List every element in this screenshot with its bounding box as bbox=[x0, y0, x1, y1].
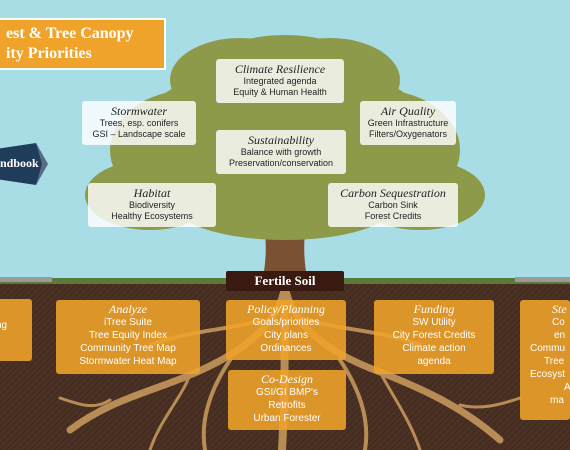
grey-sidewalk-left bbox=[0, 277, 52, 282]
policy-line-3: Ordinances bbox=[260, 343, 312, 354]
policy-heading: Policy/Planning bbox=[247, 302, 325, 316]
carbon-heading: Carbon Sequestration bbox=[340, 186, 446, 200]
climate-line-2: Equity & Human Health bbox=[233, 87, 327, 97]
co-design-box: Co-Design GSI/GI BMP's Retrofits Urban F… bbox=[228, 370, 346, 430]
analyze-heading: Analyze bbox=[109, 302, 147, 316]
funding-line-1: SW Utility bbox=[412, 317, 456, 328]
policy-planning-box: Policy/Planning Goals/priorities City pl… bbox=[226, 300, 346, 360]
habitat-line-2: Healthy Ecosystems bbox=[111, 211, 193, 221]
title-banner: est & Tree Canopy ity Priorities bbox=[0, 18, 166, 70]
right-cut-heading: Ste bbox=[552, 302, 567, 316]
carbon-sequestration-box: Carbon Sequestration Carbon Sink Forest … bbox=[328, 183, 458, 227]
right-cut-line-2: en bbox=[554, 330, 566, 341]
left-cut-line-1: ng bbox=[0, 320, 8, 331]
funding-heading: Funding bbox=[413, 302, 455, 316]
funding-line-4: agenda bbox=[417, 356, 451, 367]
climate-resilience-box: Climate Resilience Integrated agenda Equ… bbox=[216, 59, 344, 103]
left-cut-box: ng bbox=[0, 299, 32, 361]
climate-heading: Climate Resilience bbox=[234, 62, 326, 76]
analyze-line-1: iTree Suite bbox=[104, 317, 152, 328]
title-line-1: est & Tree Canopy bbox=[6, 25, 134, 42]
funding-box: Funding SW Utility City Forest Credits C… bbox=[374, 300, 494, 374]
stormwater-line-1: Trees, esp. conifers bbox=[99, 118, 179, 128]
analyze-line-3: Community Tree Map bbox=[80, 343, 176, 354]
climate-line-1: Integrated agenda bbox=[243, 76, 317, 86]
sustainability-heading: Sustainability bbox=[248, 133, 314, 147]
handbook-arrow bbox=[0, 143, 48, 185]
habitat-heading: Habitat bbox=[133, 186, 171, 200]
right-cut-line-5: Ecosyst bbox=[530, 369, 566, 380]
air-quality-box: Air Quality Green Infrastructure Filters… bbox=[360, 101, 456, 145]
handbook-label: ndbook bbox=[0, 156, 39, 170]
funding-line-3: Climate action bbox=[402, 343, 466, 354]
sustainability-line-1: Balance with growth bbox=[240, 147, 322, 157]
right-cut-line-1: Co bbox=[552, 317, 565, 328]
co-design-line-2: Retrofits bbox=[268, 400, 306, 411]
policy-line-1: Goals/priorities bbox=[252, 317, 320, 328]
stormwater-heading: Stormwater bbox=[110, 104, 167, 118]
carbon-line-2: Forest Credits bbox=[364, 211, 422, 221]
policy-line-2: City plans bbox=[264, 330, 308, 341]
title-line-2: ity Priorities bbox=[6, 45, 92, 62]
right-cut-line-6: A bbox=[564, 382, 570, 393]
air-quality-heading: Air Quality bbox=[380, 104, 436, 118]
carbon-line-1: Carbon Sink bbox=[368, 200, 418, 210]
analyze-box: Analyze iTree Suite Tree Equity Index Co… bbox=[56, 300, 200, 374]
sustainability-line-2: Preservation/conservation bbox=[228, 158, 334, 168]
sustainability-box: Sustainability Balance with growth Prese… bbox=[216, 130, 346, 174]
stormwater-box: Stormwater Trees, esp. conifers GSI – La… bbox=[82, 101, 196, 145]
funding-line-2: City Forest Credits bbox=[392, 330, 476, 341]
co-design-line-3: Urban Forester bbox=[253, 413, 321, 424]
grey-sidewalk-right bbox=[515, 277, 570, 282]
air-quality-line-1: Green Infrastructure bbox=[367, 118, 449, 128]
analyze-line-2: Tree Equity Index bbox=[88, 330, 167, 341]
analyze-line-4: Stormwater Heat Map bbox=[79, 356, 177, 367]
right-cut-line-4: Tree bbox=[544, 356, 565, 367]
fertile-soil-label: Fertile Soil bbox=[226, 271, 344, 291]
stormwater-line-2: GSI – Landscape scale bbox=[92, 129, 186, 139]
right-cut-line-7: ma bbox=[550, 395, 564, 406]
habitat-line-1: Biodiversity bbox=[128, 200, 175, 210]
co-design-line-1: GSI/GI BMP's bbox=[256, 387, 318, 398]
co-design-heading: Co-Design bbox=[261, 372, 313, 386]
air-quality-line-2: Filters/Oxygenators bbox=[368, 129, 448, 139]
habitat-box: Habitat Biodiversity Healthy Ecosystems bbox=[88, 183, 216, 227]
right-cut-box: Ste Co en Commu Tree Ecosyst A ma bbox=[520, 300, 570, 420]
right-cut-line-3: Commu bbox=[530, 343, 566, 354]
